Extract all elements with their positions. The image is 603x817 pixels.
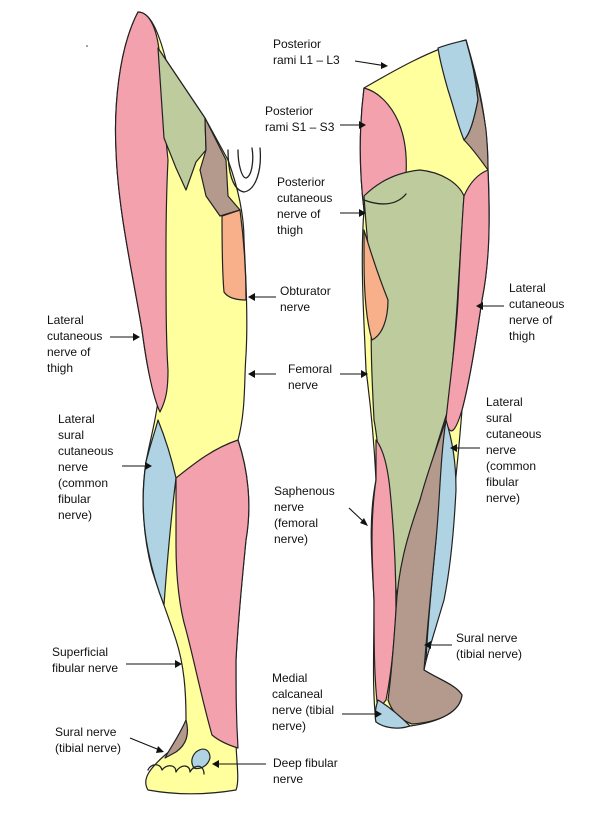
- arrowhead-lateral-cutaneous-left: [133, 333, 140, 341]
- anterior-toes-outline: [147, 764, 205, 775]
- label-obturator-nerve: Obturator nerve: [280, 284, 331, 314]
- label-lateral-cutaneous-left: Lateral cutaneous nerve of thigh: [47, 313, 103, 375]
- arrowhead-medial-calcaneal: [375, 710, 382, 718]
- label-femoral-nerve: Femoral nerve: [288, 362, 333, 392]
- label-posterior-cutaneous-nerve: Posterior cutaneous nerve of thigh: [277, 175, 333, 237]
- arrowhead-femoral-left: [248, 370, 255, 378]
- anterior-lateral-thigh-region: [114, 11, 169, 413]
- label-sural-nerve-left: Sural nerve (tibial nerve): [55, 725, 122, 755]
- label-sural-nerve-right: Sural nerve (tibial nerve): [456, 631, 523, 661]
- arrow-posterior-l1: [354, 60, 387, 67]
- posterior-obturator-region: [363, 229, 389, 341]
- posterior-calcaneal-region: [374, 699, 411, 729]
- anterior-pubis-outline: [227, 147, 262, 193]
- arrowhead-saphenous: [360, 518, 368, 526]
- arrowhead-posterior-cutaneous: [359, 209, 366, 217]
- label-posterior-rami-s1-s3: Posterior rami S1 – S3: [265, 104, 335, 134]
- anterior-sural-ankle-region: [164, 719, 189, 759]
- posterior-sural-region: [387, 419, 463, 725]
- arrowhead-posterior-l1: [381, 62, 388, 69]
- arrowhead-sural-left: [156, 746, 164, 753]
- arrowhead-lateral-sural-left: [145, 462, 152, 470]
- label-lateral-sural-left: Lateral sural cutaneous nerve (common fi…: [58, 412, 114, 522]
- posterior-leg: [359, 39, 490, 729]
- leader-arrows: [110, 60, 504, 768]
- arrowhead-lateral-sural-right: [450, 444, 457, 452]
- posterior-saphenous-region: [371, 439, 397, 711]
- posterior-brown-upper-region: [463, 39, 489, 171]
- arrowhead-superficial-fibular: [175, 660, 182, 668]
- label-saphenous-nerve: Saphenous nerve (femoral nerve): [274, 484, 335, 546]
- label-lateral-cutaneous-right: Lateral cutaneous nerve of thigh: [509, 281, 565, 343]
- label-lateral-sural-right: Lateral sural cutaneous nerve (common fi…: [486, 395, 542, 505]
- arrowhead-posterior-s1: [359, 121, 366, 129]
- anterior-brown-groin-region: [199, 117, 241, 217]
- label-posterior-rami-l1-l3: Posterior rami L1 – L3: [273, 37, 340, 67]
- anterior-saphenous-region: [175, 439, 250, 749]
- arrowhead-sural-right: [424, 641, 431, 649]
- arrowhead-obturator: [248, 293, 255, 301]
- anterior-obturator-region: [221, 209, 247, 301]
- label-medial-calcaneal-nerve: Medial calcaneal nerve (tibial nerve): [272, 671, 335, 733]
- stray-dot: [86, 45, 88, 47]
- label-superficial-fibular-nerve: Superficial fibular nerve: [52, 645, 119, 675]
- posterior-gluteal-fold: [363, 193, 407, 205]
- label-deep-fibular-nerve: Deep fibular nerve: [273, 756, 338, 786]
- arrowhead-deep-fibular: [212, 760, 219, 768]
- anterior-pubis-inner: [237, 147, 254, 179]
- anterior-leg: [114, 11, 262, 795]
- arrowhead-lateral-cutaneous-right: [476, 302, 483, 310]
- arrowhead-femoral-right: [361, 370, 368, 378]
- arrow-sural-left: [129, 737, 163, 752]
- anterior-deep-fibular-region: [191, 748, 211, 770]
